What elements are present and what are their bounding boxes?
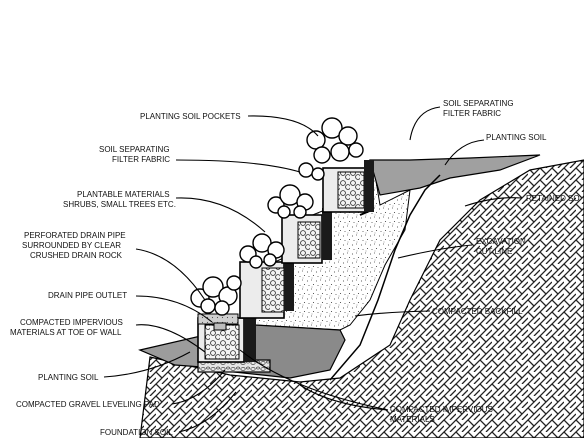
label-excavation-cut-line-2: CUT LINE — [476, 247, 512, 256]
label-drain-pipe-outlet: DRAIN PIPE OUTLET — [48, 291, 127, 300]
label-perforated-drain-pipe-1: PERFORATED DRAIN PIPE — [24, 231, 126, 240]
label-perforated-drain-pipe-3: CRUSHED DRAIN ROCK — [30, 251, 123, 260]
label-planting-soil-right: PLANTING SOIL — [486, 133, 547, 142]
label-soil-separating-filter-fabric-left-1: SOIL SEPARATING — [99, 145, 170, 154]
label-compacted-impervious-bottom-2: MATERIALS — [390, 415, 435, 424]
plantable-materials-shrubs — [190, 117, 364, 316]
label-planting-soil-pockets: PLANTING SOIL POCKETS — [140, 112, 241, 121]
wall-block-tier-3 — [281, 208, 332, 264]
label-soil-separating-filter-fabric-right-2: FILTER FABRIC — [443, 109, 501, 118]
label-compacted-backfill: COMPACTED BACKFILL — [432, 307, 523, 316]
planting-soil-right-top — [369, 154, 541, 196]
label-plantable-materials-1: PLANTABLE MATERIALS — [77, 190, 170, 199]
foundation-soil-hatch — [139, 159, 584, 438]
label-planting-soil-left: PLANTING SOIL — [38, 373, 99, 382]
label-soil-separating-filter-fabric-right-1: SOIL SEPARATING — [443, 99, 514, 108]
wall-block-tier-4 — [322, 160, 374, 213]
label-compacted-gravel-leveling-pad: COMPACTED GRAVEL LEVELING PAD — [16, 400, 160, 409]
label-soil-separating-filter-fabric-left-2: FILTER FABRIC — [112, 155, 170, 164]
wall-block-tier-2 — [239, 255, 294, 319]
label-compacted-impervious-toe-1: COMPACTED IMPERVIOUS — [20, 318, 123, 327]
excavation-cut-line — [329, 174, 441, 381]
label-compacted-impervious-toe-2: MATERIALS AT TOE OF WALL — [10, 328, 122, 337]
label-excavation-cut-line-1: EXCAVATION — [476, 237, 526, 246]
label-foundation-soil: FOUNDATION SOIL — [100, 428, 173, 437]
label-retained-soil: RETAINED SO — [526, 194, 580, 203]
label-compacted-impervious-bottom-1: COMPACTED IMPERVIOUS — [390, 405, 493, 414]
wall-block-tier-1 — [197, 305, 256, 363]
label-perforated-drain-pipe-2: SURROUNDED BY CLEAR — [22, 241, 121, 250]
label-plantable-materials-2: SHRUBS, SMALL TREES ETC. — [63, 200, 176, 209]
leader-lines — [103, 106, 523, 433]
